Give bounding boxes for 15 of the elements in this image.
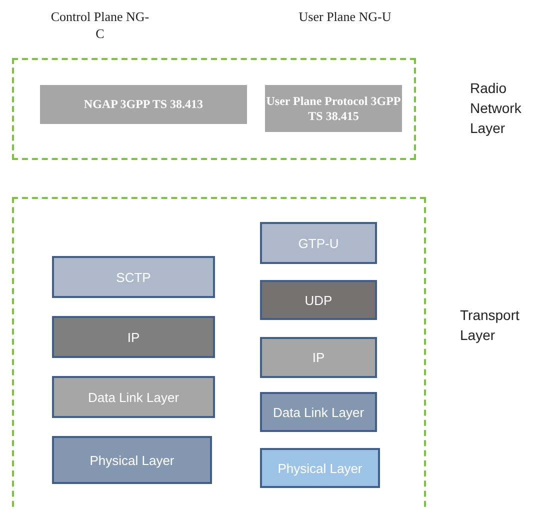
protocol-block: SCTP xyxy=(52,256,215,298)
protocol-block: IP xyxy=(260,337,377,378)
layer-heading: Transport Layer xyxy=(460,306,520,345)
protocol-block: UDP xyxy=(260,280,377,320)
protocol-block: Data Link Layer xyxy=(52,376,215,418)
protocol-block: IP xyxy=(52,316,215,358)
protocol-block: NGAP 3GPP TS 38.413 xyxy=(40,85,247,124)
layer-heading: Radio Network Layer xyxy=(470,79,522,138)
plane-label: User Plane NG-U xyxy=(298,8,392,25)
protocol-block: User Plane Protocol 3GPP TS 38.415 xyxy=(265,85,402,132)
protocol-block: Physical Layer xyxy=(52,436,212,484)
protocol-block: Physical Layer xyxy=(260,448,380,488)
protocol-block: Data Link Layer xyxy=(260,392,377,432)
plane-label: Control Plane NG-C xyxy=(50,8,150,42)
protocol-block: GTP-U xyxy=(260,222,377,264)
